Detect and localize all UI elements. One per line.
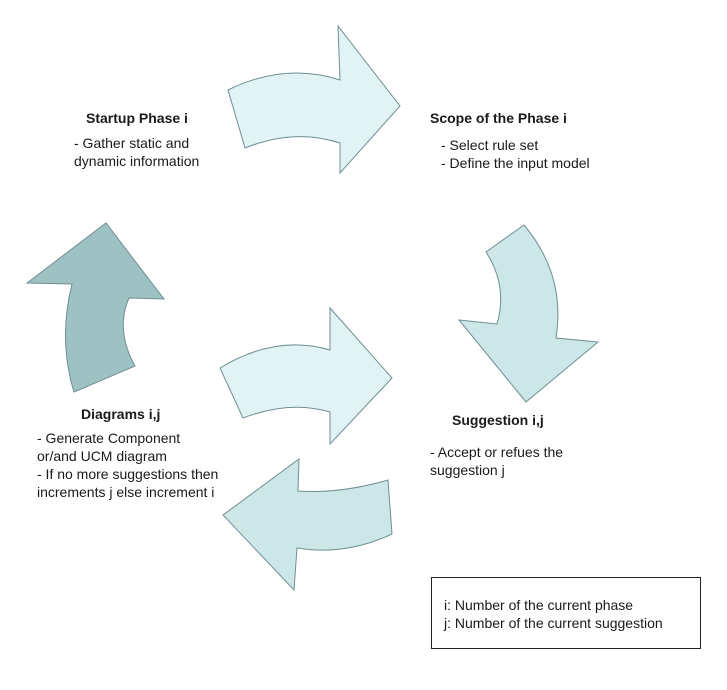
legend-box: i: Number of the current phase j: Number… xyxy=(431,577,701,649)
startup-line-1: - Gather static and xyxy=(74,135,190,151)
diagrams-line-2: or/and UCM diagram xyxy=(37,448,167,464)
suggestion-title: Suggestion i,j xyxy=(452,412,544,428)
arrow-diagrams-to-suggestion xyxy=(219,306,393,446)
startup-line-2: dynamic information xyxy=(74,153,200,169)
arrow-suggestion-to-diagrams xyxy=(222,457,393,592)
arrow-scope-to-suggestion xyxy=(457,224,600,403)
legend-suggestion: j: Number of the current suggestion xyxy=(444,615,663,631)
diagrams-line-1: - Generate Component xyxy=(37,430,181,446)
scope-line-1: - Select rule set xyxy=(441,137,539,153)
scope-phase-title: Scope of the Phase i xyxy=(430,110,567,126)
diagrams-title: Diagrams i,j xyxy=(81,406,161,422)
suggestion-line-2: suggestion j xyxy=(430,462,505,478)
scope-line-2: - Define the input model xyxy=(441,155,590,171)
legend-phase: i: Number of the current phase xyxy=(444,597,634,613)
startup-phase-title: Startup Phase i xyxy=(86,110,188,126)
arrow-startup-to-scope xyxy=(227,24,401,175)
diagrams-line-4: increments j else increment i xyxy=(37,484,215,500)
diagrams-line-3: - If no more suggestions then xyxy=(37,466,219,482)
suggestion-line-1: - Accept or refues the xyxy=(430,444,564,460)
arrow-diagrams-to-startup xyxy=(25,222,166,393)
